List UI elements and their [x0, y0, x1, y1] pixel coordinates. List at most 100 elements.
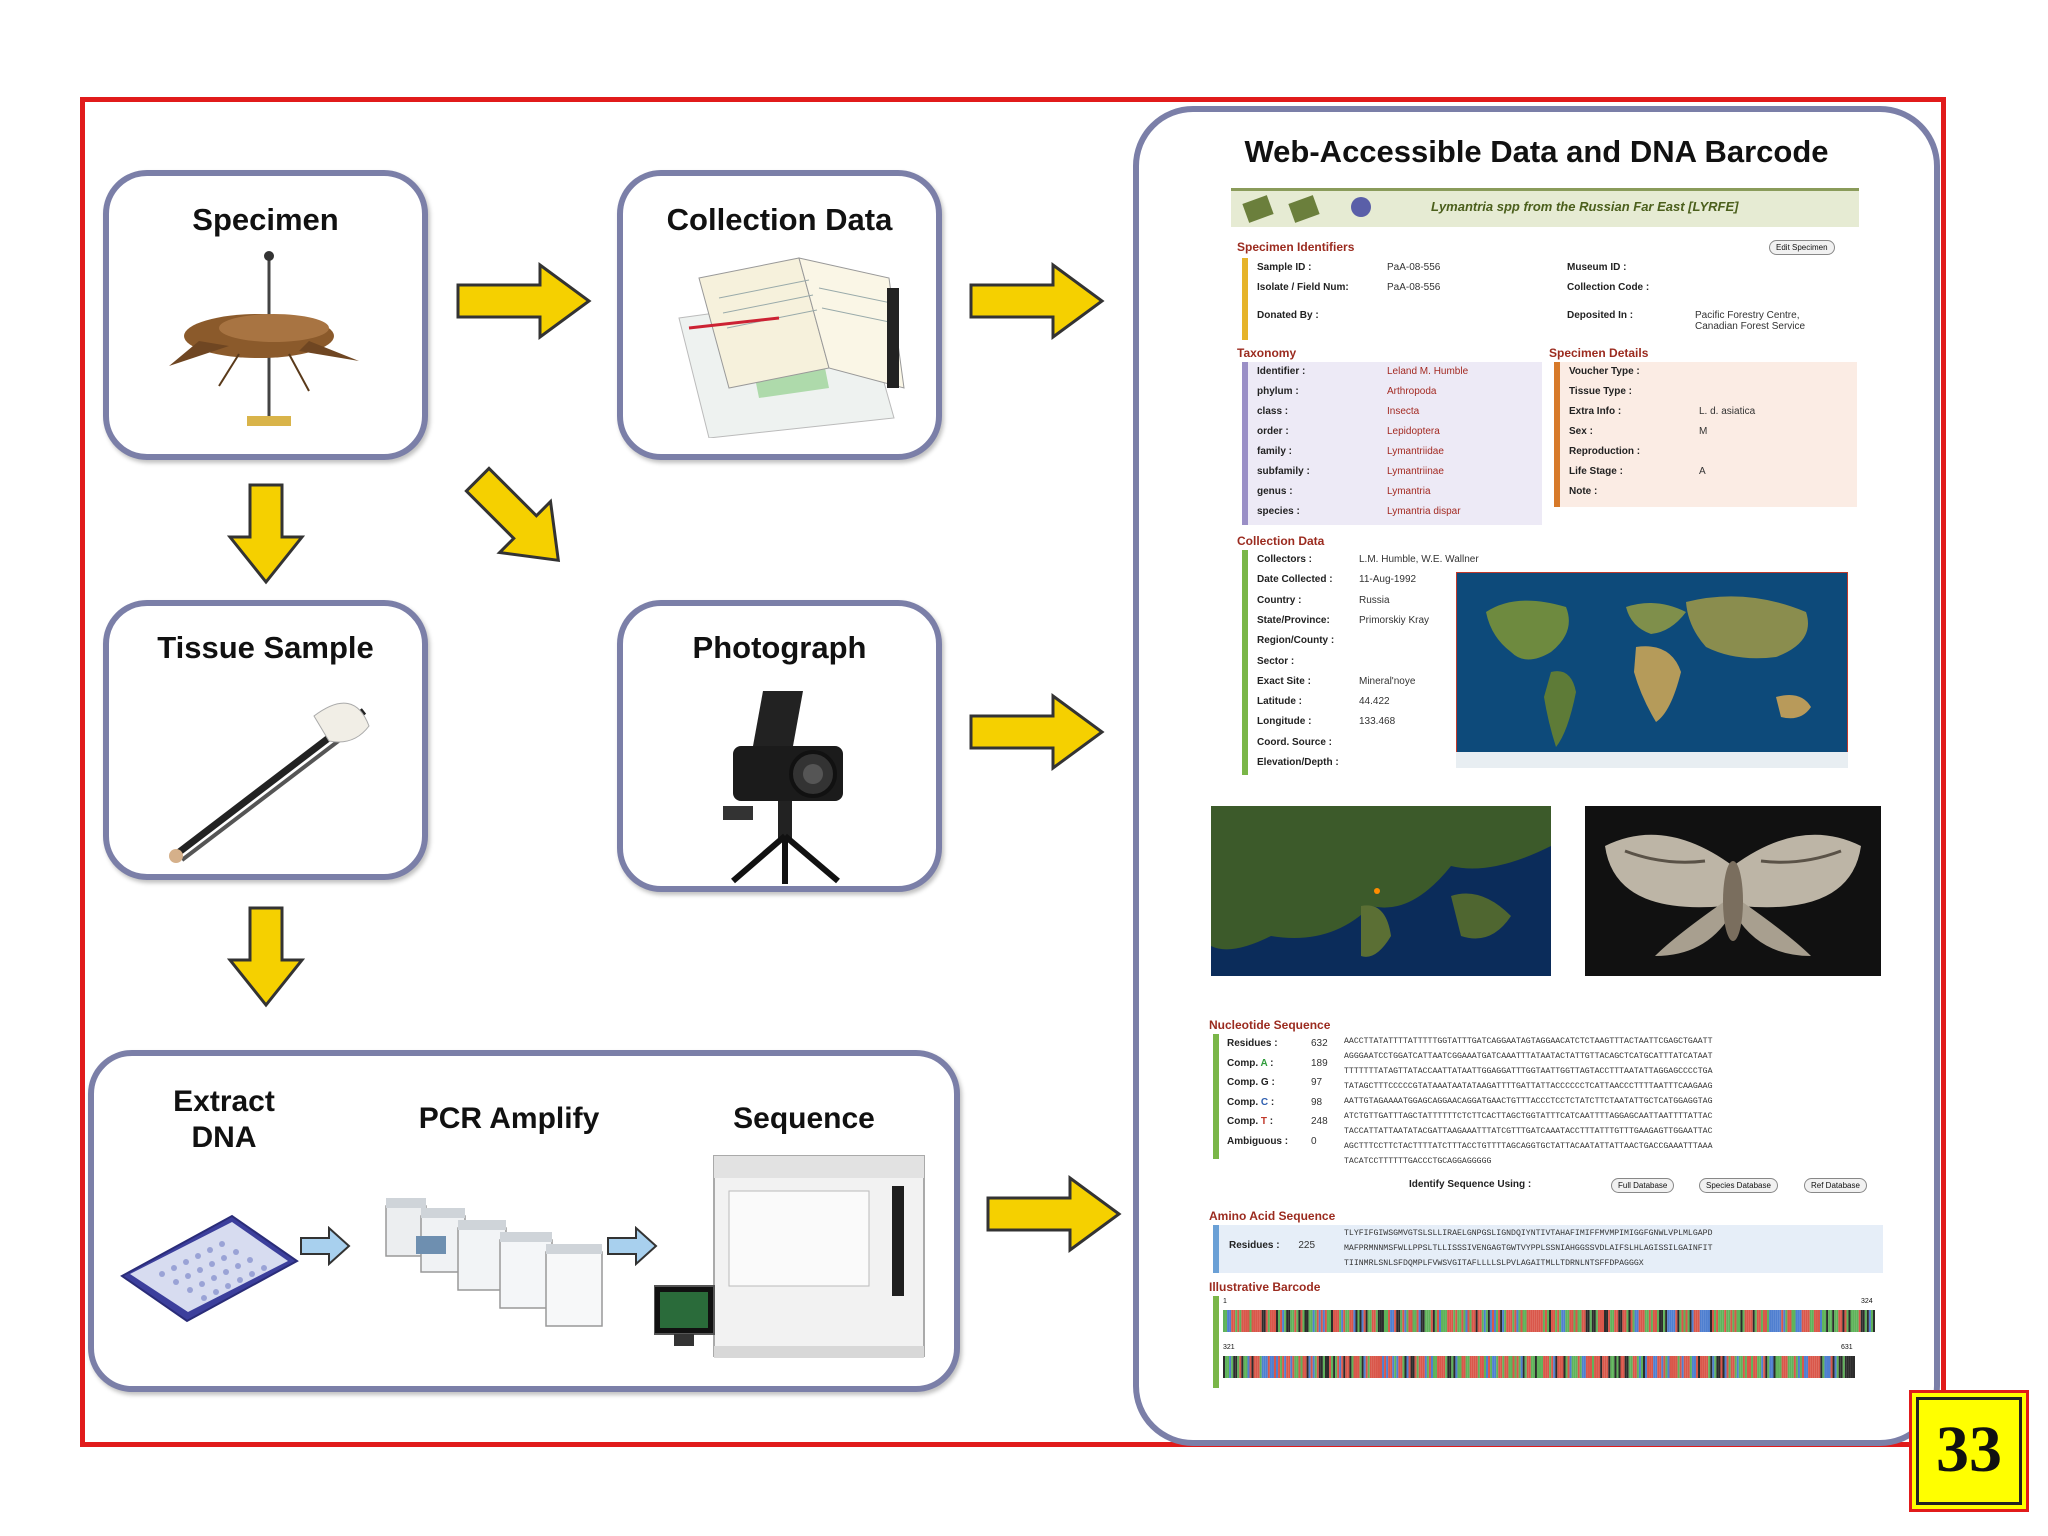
collection-data-bar — [1242, 550, 1248, 775]
barcode-base — [1410, 1356, 1413, 1378]
barcode-base — [1251, 1310, 1254, 1332]
barcode-base — [1651, 1356, 1654, 1378]
collection-row: Country :Russia — [1257, 594, 1390, 606]
web-data-panel: Web-Accessible Data and DNA Barcode Lyma… — [1133, 106, 1940, 1446]
barcode-strip-2 — [1223, 1356, 1855, 1378]
barcode-base — [1308, 1356, 1311, 1378]
barcode-base — [1722, 1310, 1725, 1332]
barcode-base — [1396, 1356, 1399, 1378]
nucleotide-stat-value: 98 — [1311, 1096, 1323, 1108]
barcode-base — [1789, 1356, 1792, 1378]
barcode-base — [1669, 1310, 1672, 1332]
edit-specimen-button[interactable]: Edit Specimen — [1769, 240, 1835, 255]
collection-row: Coord. Source : — [1257, 737, 1332, 748]
barcode-base — [1810, 1356, 1813, 1378]
nucleotide-stat-value: 0 — [1311, 1135, 1317, 1147]
barcode-base — [1396, 1310, 1399, 1332]
collection-value: Mineral'noye — [1359, 675, 1416, 687]
collection-label: Longitude : — [1257, 716, 1312, 728]
barcode-base — [1390, 1356, 1393, 1378]
specimen-detail-row: Life Stage :A — [1569, 466, 1706, 477]
barcode-base — [1838, 1310, 1841, 1332]
barcode-base — [1783, 1356, 1786, 1378]
barcode-base — [1477, 1310, 1480, 1332]
barcode-base — [1691, 1356, 1694, 1378]
barcode-base — [1618, 1310, 1621, 1332]
collection-label: Country : — [1257, 594, 1302, 606]
barcode-base — [1251, 1356, 1254, 1378]
barcode-base — [1371, 1356, 1374, 1378]
barcode-base — [1375, 1356, 1378, 1378]
identifier-col2-row: Museum ID : — [1567, 262, 1626, 273]
barcode-base — [1587, 1310, 1590, 1332]
barcode-base — [1583, 1310, 1586, 1332]
barcode-base — [1367, 1356, 1370, 1378]
barcode-base — [1412, 1310, 1415, 1332]
specimen-detail-label: Voucher Type : — [1569, 366, 1640, 377]
barcode-base — [1445, 1310, 1448, 1332]
barcode-base — [1610, 1356, 1613, 1378]
barcode-base — [1785, 1356, 1788, 1378]
barcode-base — [1671, 1310, 1674, 1332]
barcode-base — [1257, 1356, 1260, 1378]
barcode-base — [1751, 1356, 1754, 1378]
specimen-details-bg — [1554, 362, 1857, 507]
taxonomy-row: family :Lymantriidae — [1257, 446, 1444, 457]
barcode-base — [1850, 1310, 1853, 1332]
barcode-base — [1438, 1310, 1442, 1332]
barcode-base — [1500, 1356, 1503, 1378]
barcode-base — [1249, 1356, 1252, 1378]
barcode-base — [1720, 1310, 1723, 1332]
slide-number-badge: 33 — [1909, 1390, 2029, 1512]
specimen-title: Specimen — [192, 202, 339, 237]
arrow-tissue-to-extract — [227, 906, 305, 1008]
barcode-base — [1261, 1310, 1264, 1332]
photograph-title: Photograph — [692, 630, 867, 665]
barcode-base — [1316, 1310, 1319, 1332]
barcode-base — [1557, 1310, 1560, 1332]
barcode-base — [1634, 1310, 1637, 1332]
collection-label: State/Province: — [1257, 614, 1330, 626]
barcode-base — [1709, 1310, 1712, 1332]
barcode-base — [1455, 1310, 1458, 1332]
barcode-base — [1441, 1356, 1444, 1378]
nucleotide-stat-row: Comp. G :97 — [1227, 1077, 1322, 1088]
barcode-base — [1386, 1356, 1389, 1378]
barcode-base — [1773, 1356, 1776, 1378]
barcode-base — [1324, 1310, 1327, 1332]
barcode-base — [1288, 1310, 1291, 1332]
barcode-base — [1257, 1310, 1260, 1332]
photograph-box: Photograph — [617, 600, 942, 892]
barcode-base — [1536, 1310, 1539, 1332]
nucleotide-stat-label: Comp. T : — [1227, 1116, 1274, 1127]
barcode-base — [1314, 1310, 1317, 1332]
barcode-base — [1703, 1310, 1706, 1332]
barcode-base — [1241, 1356, 1244, 1378]
full-database-button[interactable]: Full Database — [1611, 1178, 1675, 1193]
barcode-base — [1730, 1310, 1733, 1332]
barcode-base — [1363, 1356, 1366, 1378]
arrow-photograph-to-web — [969, 693, 1105, 771]
arrow-specimen-to-photograph — [464, 466, 561, 563]
barcode-tick-start-1: 1 — [1223, 1298, 1227, 1305]
nucleotide-stat-row: Comp. C :98 — [1227, 1097, 1322, 1108]
barcode-base — [1636, 1356, 1639, 1378]
barcode-base — [1804, 1356, 1807, 1378]
ref-database-button[interactable]: Ref Database — [1804, 1178, 1867, 1193]
barcode-base — [1412, 1356, 1415, 1378]
barcode-base — [1860, 1310, 1863, 1332]
barcode-base — [1259, 1356, 1262, 1378]
barcode-base — [1818, 1356, 1821, 1378]
barcode-base — [1756, 1310, 1759, 1332]
barcode-base — [1432, 1310, 1435, 1332]
barcode-base — [1561, 1356, 1564, 1378]
species-database-button[interactable]: Species Database — [1699, 1178, 1778, 1193]
barcode-base — [1797, 1356, 1800, 1378]
barcode-base — [1488, 1356, 1491, 1378]
barcode-base — [1526, 1356, 1529, 1378]
collection-row: Elevation/Depth : — [1257, 757, 1339, 768]
collection-label: Coord. Source : — [1257, 736, 1333, 748]
barcode-base — [1280, 1310, 1283, 1332]
barcode-base — [1449, 1356, 1452, 1378]
barcode-base — [1640, 1356, 1643, 1378]
